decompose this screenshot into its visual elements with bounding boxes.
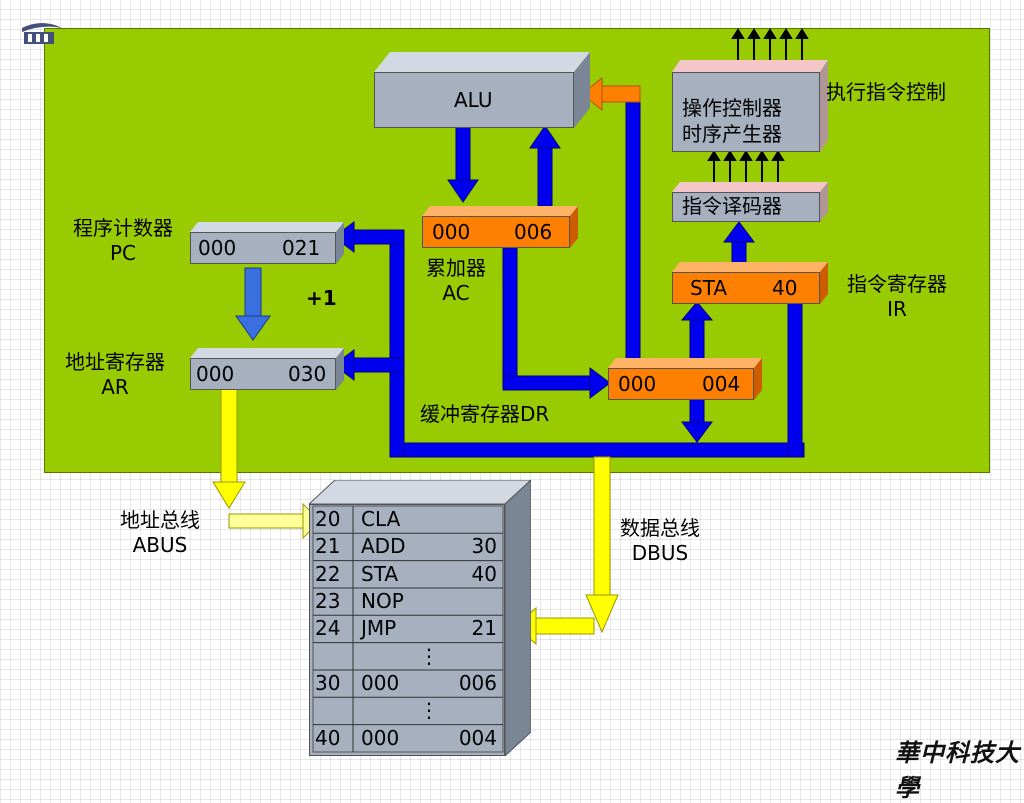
memory-ellipsis: ⋮ (419, 643, 439, 668)
memory-operand: 30 (471, 534, 497, 559)
dr-low: 004 (702, 372, 741, 396)
memory-address: 24 (315, 616, 341, 641)
memory-opcode: ADD (361, 534, 406, 559)
memory-address: 20 (315, 507, 341, 531)
ir-operand: 40 (772, 276, 798, 300)
ac-high: 000 (432, 220, 471, 244)
control-unit-box: 操作控制器 时序产生器 (672, 60, 828, 152)
memory-address: 21 (315, 534, 341, 559)
pc-to-ar-arrow (235, 267, 271, 341)
control-unit-line2: 时序产生器 (682, 122, 782, 146)
control-unit-line1: 操作控制器 (682, 96, 782, 120)
memory-grid (312, 505, 504, 753)
pc-low: 021 (282, 236, 321, 260)
memory-address: 22 (315, 561, 341, 586)
memory-opcode: CLA (361, 507, 401, 531)
memory-opcode: STA (361, 561, 399, 586)
increment-label: +1 (306, 286, 337, 310)
pc-high: 000 (198, 236, 237, 260)
alu-box: ALU (374, 52, 590, 128)
university-logo-text: 華中科技大學 (895, 738, 1020, 802)
memory-row: 23 NOP (313, 588, 503, 614)
alu-label: ALU (454, 88, 493, 112)
ar-high: 000 (196, 362, 235, 386)
dr-register: 000 004 (608, 358, 762, 400)
memory-operand: 21 (471, 616, 497, 641)
ir-register: STA 40 (672, 262, 828, 304)
ar-register: 000 030 (190, 348, 344, 390)
memory-opcode: NOP (361, 588, 404, 613)
decoder-control-arrows (707, 150, 785, 182)
dr-high: 000 (618, 372, 657, 396)
control-output-arrows (731, 28, 809, 60)
memory-opcode: 000 (361, 725, 400, 750)
ac-low: 006 (514, 220, 553, 244)
pc-register: 000 021 (190, 222, 344, 264)
memory-ellipsis: ⋮ (419, 698, 439, 723)
decoder-label: 指令译码器 (682, 194, 782, 218)
memory-row: 20 CLA (313, 506, 503, 532)
control-unit-caption: 执行指令控制 (826, 80, 946, 104)
ar-low: 030 (288, 362, 327, 386)
memory-operand: 40 (471, 561, 497, 586)
decoder-box: 指令译码器 (672, 182, 828, 222)
ac-register: 000 006 (422, 206, 578, 248)
memory-row: 24 JMP 21 (313, 615, 503, 641)
main-memory: 20 CLA 21 ADD 30 22 STA 40 23 NOP 24 JMP 21 ⋮ 30 000 006… (309, 480, 531, 756)
memory-row: 40 000 004 (313, 725, 503, 751)
memory-row: 30 000 006 (313, 670, 503, 696)
memory-row: 21 ADD 30 (313, 533, 503, 559)
memory-opcode: JMP (361, 616, 397, 641)
dr-name: 缓冲寄存器DR (420, 402, 550, 426)
memory-opcode: 000 (361, 670, 400, 695)
memory-row: 22 STA 40 (313, 561, 503, 587)
memory-row: ⋮ (313, 697, 503, 723)
memory-operand: 004 (458, 725, 497, 750)
memory-row: ⋮ (313, 643, 503, 669)
memory-address: 40 (315, 725, 341, 750)
memory-address: 30 (315, 670, 341, 695)
logo-icon (18, 18, 64, 52)
ir-opcode: STA (690, 276, 728, 300)
memory-address: 23 (315, 588, 341, 613)
address-bus-arrow (212, 383, 321, 540)
memory-operand: 006 (458, 670, 497, 695)
alu-input-arrow (581, 76, 641, 112)
